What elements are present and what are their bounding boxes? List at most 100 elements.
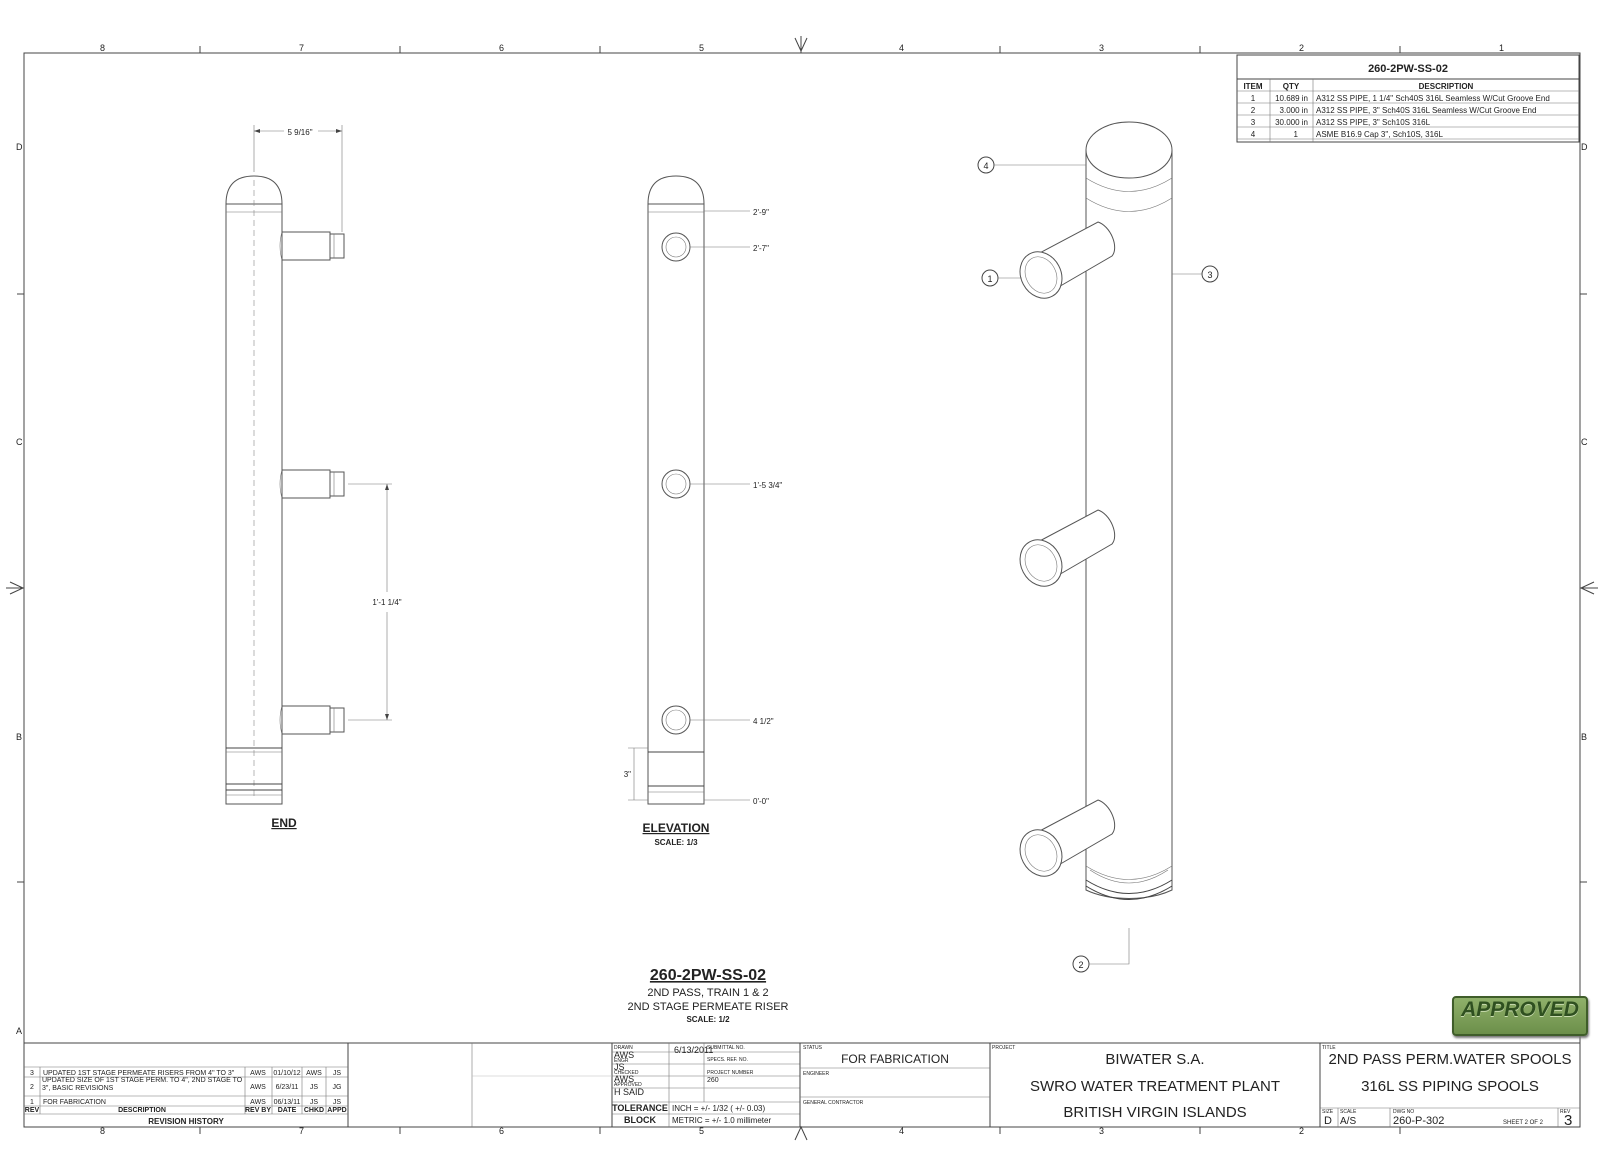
rev-label: REV [1560, 1109, 1571, 1115]
tolerance-label-1: TOLERANCE [612, 1103, 668, 1113]
iso-balloon-4-text: 4 [983, 161, 988, 171]
zone-top-3: 3 [1099, 43, 1104, 53]
center-marks [6, 36, 1598, 1141]
scale-value: A/S [1340, 1116, 1356, 1127]
project-number: 260 [707, 1077, 719, 1084]
location-name: BRITISH VIRGIN ISLANDS [1063, 1104, 1246, 1121]
project-label: PROJECT [992, 1045, 1015, 1051]
part-line-2: 2ND STAGE PERMEATE RISER [628, 1001, 789, 1013]
zone-top-7: 7 [299, 43, 304, 53]
title-line-2: 316L SS PIPING SPOOLS [1361, 1078, 1539, 1095]
part-scale: SCALE: 1/2 [686, 1015, 730, 1024]
spec-label: SPECS. REF. NO. [707, 1057, 748, 1063]
bom-title: 260-2PW-SS-02 [1368, 63, 1448, 75]
end-view-dim-side: 1'-1 1/4" [372, 598, 401, 607]
bom-row-1-qty: 10.689 in [1275, 94, 1308, 103]
elevation-dim-6: 3" [624, 770, 631, 779]
end-view: 5 9/16" 1'-1 1/4" END [225, 125, 402, 830]
rev-header-rev: REV [25, 1107, 40, 1114]
zone-right-C: C [1581, 437, 1588, 447]
bom-header-description: DESCRIPTION [1419, 82, 1474, 91]
engr-label: ENGR [614, 1058, 629, 1064]
checked-label: CHECKED [614, 1070, 639, 1076]
sheet-number: SHEET 2 OF 2 [1503, 1120, 1544, 1126]
bom-row-1-item: 1 [1251, 94, 1256, 103]
zone-bottom-7: 7 [299, 1126, 304, 1136]
elevation-scale: SCALE: 1/3 [654, 838, 698, 847]
rev-2-chkd: JS [310, 1084, 319, 1091]
size-value: D [1324, 1115, 1332, 1127]
iso-balloon-1-text: 1 [987, 274, 992, 284]
rev-1-date: 06/13/11 [274, 1099, 301, 1106]
rev-1-chkd: JS [310, 1099, 319, 1106]
elevation-pipe [647, 203, 705, 805]
bom-row-4-qty: 1 [1294, 130, 1299, 139]
engineer-label: ENGINEER [803, 1071, 830, 1077]
end-view-nozzle-bottom [279, 705, 345, 735]
iso-view: 4 1 3 2 [977, 121, 1219, 973]
tolerance-metric: METRIC = +/- 1.0 millimeter [672, 1116, 771, 1125]
rev-1-by: AWS [250, 1099, 266, 1106]
zone-top-4: 4 [899, 43, 904, 53]
project-number-label: PROJECT NUMBER [707, 1070, 754, 1076]
iso-main-pipe [1085, 150, 1173, 899]
rev-3-by: AWS [250, 1070, 266, 1077]
elevation-dim-4: 4 1/2" [753, 717, 774, 726]
zone-bottom-8: 8 [100, 1126, 105, 1136]
bom-row-2-item: 2 [1251, 106, 1256, 115]
end-view-nozzle-middle [279, 469, 345, 499]
rev-3-num: 3 [30, 1070, 34, 1077]
zone-top-1: 1 [1499, 43, 1504, 53]
zone-right-B: B [1581, 732, 1587, 742]
rev-2-by: AWS [250, 1084, 266, 1091]
rev-2-num: 2 [30, 1084, 34, 1091]
approved-by: H SAID [614, 1087, 645, 1097]
checked: AWS [614, 1074, 634, 1084]
title-label: TITLE [1322, 1045, 1336, 1051]
elevation-dim-5: 0'-0" [753, 797, 769, 806]
rev-header-chkd: CHKD [304, 1107, 324, 1114]
iso-balloon-2-text: 2 [1078, 960, 1083, 970]
bom-table: 260-2PW-SS-02 ITEM QTY DESCRIPTION 1 10.… [1236, 54, 1580, 143]
iso-balloon-3-text: 3 [1207, 270, 1212, 280]
rev-2-appd: JG [333, 1084, 342, 1091]
rev-header-desc: DESCRIPTION [118, 1107, 166, 1114]
zone-right-D: D [1581, 142, 1588, 152]
status-label: STATUS [803, 1045, 823, 1051]
gc-label: GENERAL CONTRACTOR [803, 1100, 864, 1106]
part-line-1: 2ND PASS, TRAIN 1 & 2 [647, 987, 768, 999]
end-view-dim-top: 5 9/16" [287, 128, 312, 137]
approved-label: APPROVED [614, 1082, 642, 1088]
bom-row-2-desc: A312 SS PIPE, 3" Sch40S 316L Seamless W/… [1316, 106, 1536, 115]
rev-2-date: 6/23/11 [276, 1084, 299, 1091]
dwg-number: 260-P-302 [1393, 1115, 1444, 1127]
drawn-by: AWS [614, 1050, 634, 1060]
scale-label: SCALE [1340, 1109, 1357, 1115]
end-view-nozzle-top [279, 231, 345, 261]
elevation-dim-1: 2'-9" [753, 208, 769, 217]
elevation-view: 2'-9" 2'-7" 1'-5 3/4" 4 1/2" 0'-0" 3" EL… [624, 175, 782, 847]
iso-cap [1085, 121, 1173, 179]
zone-left-B: B [16, 732, 22, 742]
bom-row-3-desc: A312 SS PIPE, 3" Sch10S 316L [1316, 118, 1431, 127]
elevation-label: ELEVATION [643, 821, 710, 835]
rev-2-desc: UPDATED SIZE OF 1ST STAGE PERM. TO 4", 2… [42, 1077, 243, 1092]
bom-row-4-desc: ASME B16.9 Cap 3", Sch10S, 316L [1316, 130, 1443, 139]
submittal-label: SUBMITTAL NO. [707, 1045, 745, 1051]
rev-1-appd: JS [333, 1099, 342, 1106]
drawn-label: DRAWN [614, 1045, 633, 1051]
zone-bottom-2: 2 [1299, 1126, 1304, 1136]
end-view-label: END [271, 816, 297, 830]
zone-top-2: 2 [1299, 43, 1304, 53]
rev-1-desc: FOR FABRICATION [43, 1099, 106, 1106]
rev-header-by: REV BY [245, 1107, 271, 1114]
zone-bottom-6: 6 [499, 1126, 504, 1136]
zone-bottom-4: 4 [899, 1126, 904, 1136]
iso-nozzle-bottom [1019, 799, 1116, 877]
company-name: BIWATER S.A. [1105, 1051, 1204, 1068]
tolerance-inch: INCH = +/- 1/32 ( +/- 0.03) [672, 1104, 765, 1113]
rev-3-appd: JS [333, 1070, 342, 1077]
tolerance-label-2: BLOCK [624, 1115, 656, 1125]
zone-top-5: 5 [699, 43, 704, 53]
title-line-1: 2ND PASS PERM.WATER SPOOLS [1328, 1051, 1571, 1068]
